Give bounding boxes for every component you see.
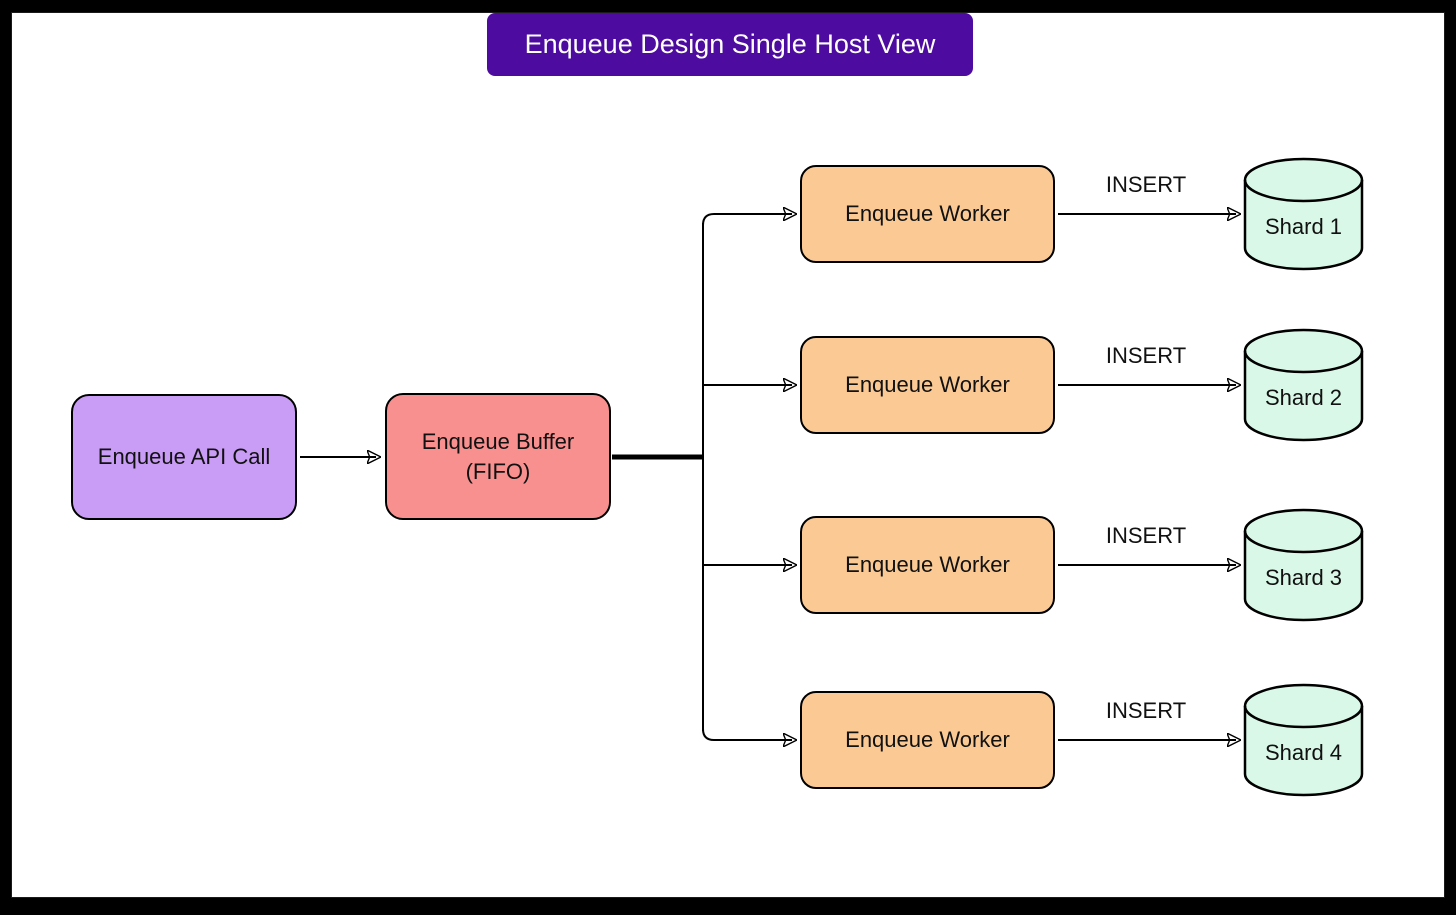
node-enqueue-worker-2-label: Enqueue Worker	[845, 372, 1010, 398]
node-enqueue-worker-2: Enqueue Worker	[800, 336, 1055, 434]
node-shard-2-label: Shard 2	[1264, 385, 1343, 410]
node-enqueue-worker-3: Enqueue Worker	[800, 516, 1055, 614]
database-cylinder-icon	[1243, 328, 1364, 442]
node-enqueue-worker-1-label: Enqueue Worker	[845, 201, 1010, 227]
node-enqueue-worker-4: Enqueue Worker	[800, 691, 1055, 789]
diagram-title: Enqueue Design Single Host View	[524, 29, 936, 59]
node-shard-1-label: Shard 1	[1264, 214, 1343, 239]
node-enqueue-buffer-label-line1: Enqueue Buffer	[421, 428, 575, 454]
node-shard-3-label: Shard 3	[1264, 565, 1343, 590]
node-enqueue-worker-1: Enqueue Worker	[800, 165, 1055, 263]
insert-edge-label-4: INSERT	[1105, 698, 1187, 723]
node-enqueue-worker-3-label: Enqueue Worker	[845, 552, 1010, 578]
node-enqueue-worker-4-label: Enqueue Worker	[845, 727, 1010, 753]
database-cylinder-icon	[1243, 683, 1364, 797]
node-enqueue-api-call-label: Enqueue API Call	[97, 444, 271, 470]
insert-edge-label-2: INSERT	[1105, 343, 1187, 368]
node-shard-4: Shard 4	[1243, 683, 1364, 797]
node-shard-4-label: Shard 4	[1264, 740, 1343, 765]
node-shard-1: Shard 1	[1243, 157, 1364, 271]
node-enqueue-api-call: Enqueue API Call	[71, 394, 297, 520]
diagram-title-banner: Enqueue Design Single Host View	[487, 13, 973, 76]
insert-edge-label-3: INSERT	[1105, 523, 1187, 548]
node-enqueue-buffer-label-line2: (FIFO)	[465, 458, 531, 484]
database-cylinder-icon	[1243, 157, 1364, 271]
node-shard-3: Shard 3	[1243, 508, 1364, 622]
database-cylinder-icon	[1243, 508, 1364, 622]
node-shard-2: Shard 2	[1243, 328, 1364, 442]
node-enqueue-buffer: Enqueue Buffer (FIFO)	[385, 393, 611, 520]
insert-edge-label-1: INSERT	[1105, 172, 1187, 197]
